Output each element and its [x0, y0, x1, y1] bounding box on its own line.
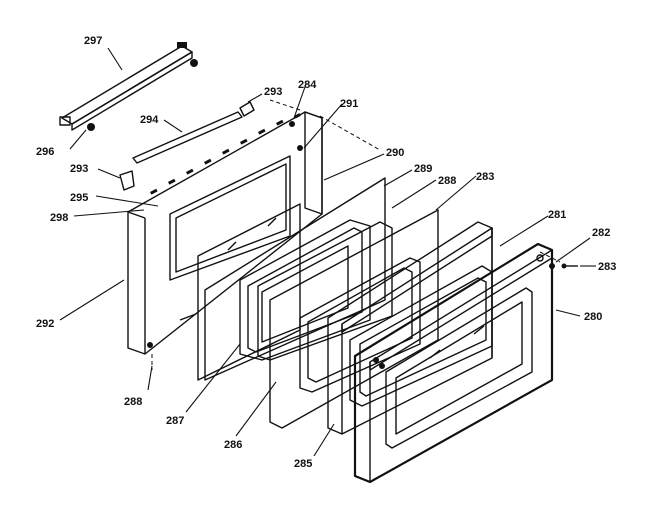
part-296-screw	[87, 123, 95, 131]
leader-lines	[59, 47, 596, 457]
part-287-glass	[257, 221, 393, 361]
part-291-screw	[297, 145, 303, 151]
callout-292: 292	[36, 318, 54, 330]
part-297-top-trim	[59, 42, 198, 131]
callout-293-lower: 293	[70, 163, 88, 175]
callout-287: 287	[166, 415, 184, 427]
alignment-lines	[151, 99, 561, 370]
callout-290: 290	[386, 147, 404, 159]
callout-289: 289	[414, 163, 432, 175]
callout-285: 285	[294, 458, 312, 470]
callout-282: 282	[592, 227, 610, 239]
callout-297: 297	[84, 35, 102, 47]
callout-286: 286	[224, 439, 242, 451]
part-282-screw	[549, 263, 555, 269]
callout-295: 295	[70, 192, 88, 204]
part-294-strip	[132, 111, 243, 164]
callout-288-upper: 288	[438, 175, 456, 187]
part-293-clip-upper	[239, 101, 255, 117]
part-281-window-assembly	[349, 265, 493, 407]
callout-288-lower: 288	[124, 396, 142, 408]
part-289-insulation-sheet	[204, 177, 386, 381]
part-284-screw	[289, 121, 295, 127]
part-283-window-frame	[299, 257, 421, 393]
callout-280: 280	[584, 311, 602, 323]
callout-284: 284	[298, 79, 317, 91]
callout-298: 298	[50, 212, 68, 224]
callout-296: 296	[36, 146, 54, 158]
part-280-outer-door	[353, 242, 554, 484]
part-283-screw	[561, 263, 578, 269]
part-285-outer-glass-frame	[327, 221, 493, 435]
callout-283-upper: 283	[476, 171, 494, 183]
part-293-clip-lower	[119, 170, 135, 191]
part-292-inner-panel	[127, 111, 323, 355]
callout-291: 291	[340, 98, 358, 110]
callout-294: 294	[140, 114, 159, 126]
callout-293-upper: 293	[264, 86, 282, 98]
callout-281: 281	[548, 209, 566, 221]
callout-labels: 297 294 293 284 291 296 293 290 289 288 …	[36, 35, 616, 470]
callout-283-right: 283	[598, 261, 616, 273]
